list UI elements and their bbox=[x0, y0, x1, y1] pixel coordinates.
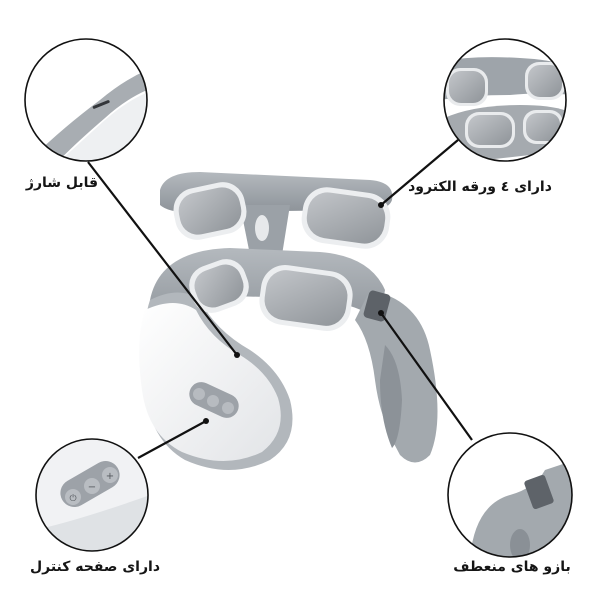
leader-lines bbox=[87, 139, 473, 459]
neck-massager-device bbox=[139, 172, 438, 470]
leader-dots bbox=[203, 202, 384, 424]
label-electrodes: دارای ٤ ورقه الکترود bbox=[408, 179, 552, 195]
electrode-pads bbox=[173, 182, 391, 332]
callout-circle-charging bbox=[24, 38, 148, 162]
power-icon: ⏻ bbox=[69, 493, 76, 504]
label-charging: قابل شارژ bbox=[25, 175, 99, 191]
minus-icon: − bbox=[88, 482, 96, 493]
callout-circle-control-panel: ⏻ − + bbox=[35, 438, 149, 552]
plus-icon: + bbox=[106, 471, 114, 482]
callout-circle-electrodes bbox=[443, 38, 567, 162]
callout-circle-flexible-arms bbox=[447, 432, 573, 558]
label-flexible-arms: بازو های منعطف bbox=[453, 559, 571, 575]
label-control-panel: دارای صفحه کنترل bbox=[29, 559, 161, 575]
control-panel bbox=[189, 382, 239, 418]
